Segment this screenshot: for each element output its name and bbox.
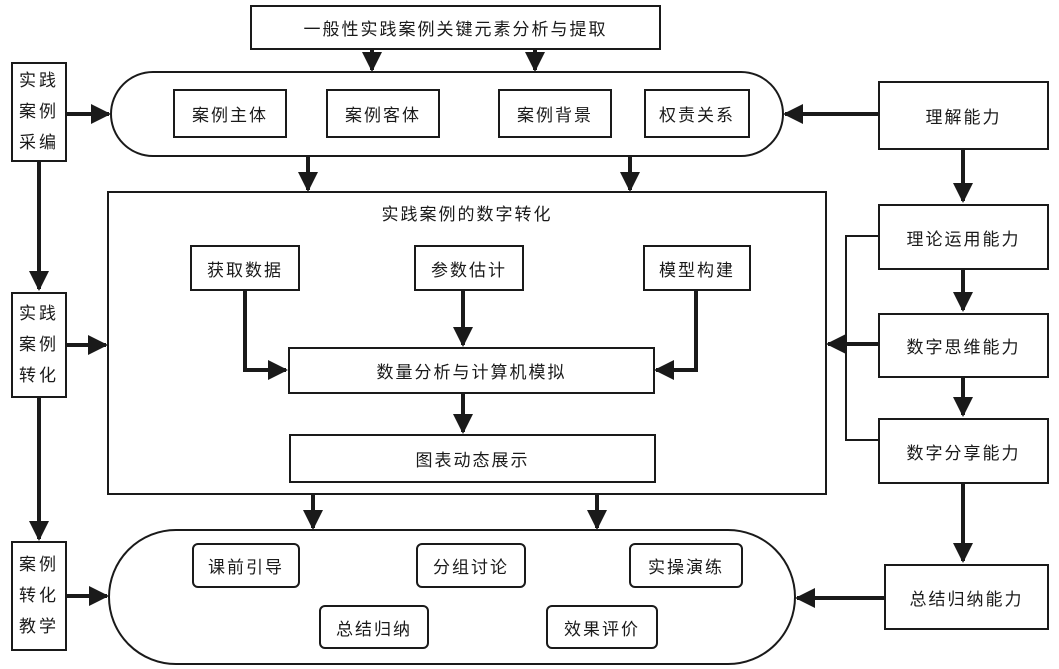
display-box: 图表动态展示 xyxy=(289,434,656,483)
teaching-pre-class-text: 课前引导 xyxy=(208,558,284,578)
element-subject: 案例主体 xyxy=(173,89,287,138)
analysis-box: 数量分析与计算机模拟 xyxy=(288,347,655,394)
element-subject-text: 案例主体 xyxy=(192,106,268,126)
teaching-summary-text: 总结归纳 xyxy=(336,619,412,640)
teach-box: 案例转化教学 xyxy=(11,541,67,651)
ability-sharing: 数字分享能力 xyxy=(878,418,1049,484)
teaching-evaluation-text: 效果评价 xyxy=(564,619,640,640)
element-responsibility: 权责关系 xyxy=(644,89,750,138)
ability-thinking-text: 数字思维能力 xyxy=(906,338,1021,358)
estimate-box: 参数估计 xyxy=(414,245,524,291)
teaching-practice: 实操演练 xyxy=(629,543,743,588)
element-object-text: 案例客体 xyxy=(345,106,421,126)
element-background-text: 案例背景 xyxy=(517,106,593,126)
top-title-box: 一般性实践案例关键元素分析与提取 xyxy=(250,5,661,50)
teaching-pre-class: 课前引导 xyxy=(192,543,300,588)
abilities-connector xyxy=(845,235,878,441)
acquire-box: 获取数据 xyxy=(190,245,300,291)
teaching-summary: 总结归纳 xyxy=(319,605,429,649)
teaching-evaluation: 效果评价 xyxy=(546,605,658,649)
model-box: 模型构建 xyxy=(643,245,751,291)
display-text: 图表动态展示 xyxy=(415,451,530,471)
ability-understand: 理解能力 xyxy=(878,81,1049,150)
teach-text: 案例转化教学 xyxy=(19,554,59,637)
digital-panel-title: 实践案例的数字转化 xyxy=(381,205,553,225)
ability-theory-text: 理论运用能力 xyxy=(906,229,1021,250)
ability-summary-text: 总结归纳能力 xyxy=(909,589,1024,610)
collect-box: 实践案例采编 xyxy=(11,62,67,162)
estimate-text: 参数估计 xyxy=(431,260,507,281)
ability-sharing-text: 数字分享能力 xyxy=(906,443,1021,464)
teaching-group-discussion-text: 分组讨论 xyxy=(433,558,509,578)
collect-text: 实践案例采编 xyxy=(19,70,59,153)
ability-theory: 理论运用能力 xyxy=(878,204,1049,270)
top-title-text: 一般性实践案例关键元素分析与提取 xyxy=(303,20,608,40)
ability-summary: 总结归纳能力 xyxy=(884,564,1049,630)
teaching-group-discussion: 分组讨论 xyxy=(416,543,526,588)
analysis-text: 数量分析与计算机模拟 xyxy=(376,363,567,383)
ability-thinking: 数字思维能力 xyxy=(878,313,1049,378)
element-background: 案例背景 xyxy=(498,89,612,138)
arrow-acquire-to-analysis xyxy=(243,291,288,380)
teaching-practice-text: 实操演练 xyxy=(648,558,724,578)
arrow-model-to-analysis xyxy=(654,291,698,380)
acquire-text: 获取数据 xyxy=(207,260,283,281)
element-object: 案例客体 xyxy=(326,89,440,138)
convert-text: 实践案例转化 xyxy=(19,303,59,386)
ability-understand-text: 理解能力 xyxy=(925,108,1002,128)
element-responsibility-text: 权责关系 xyxy=(659,106,735,126)
convert-box: 实践案例转化 xyxy=(11,292,67,398)
model-text: 模型构建 xyxy=(659,260,735,281)
